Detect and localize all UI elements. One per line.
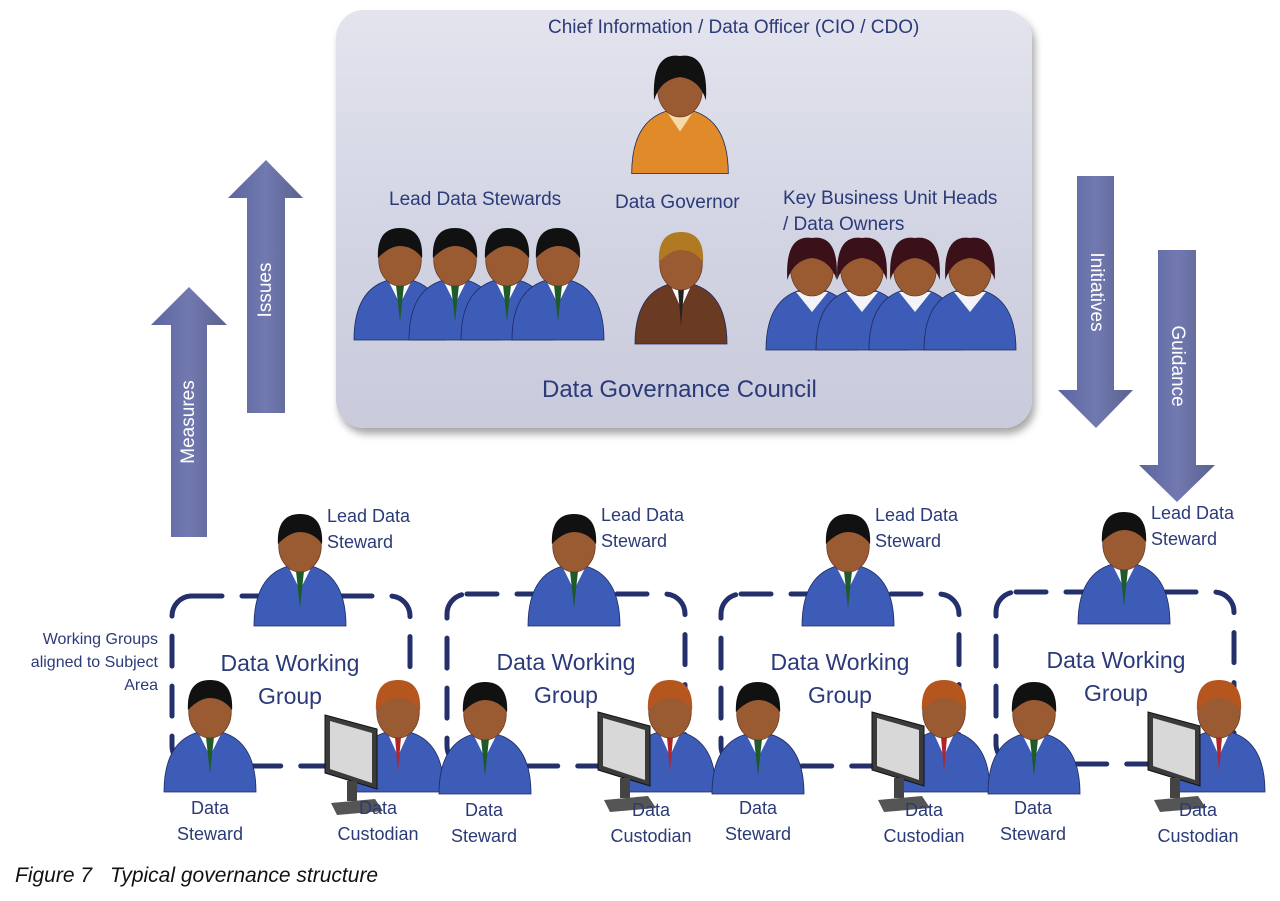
wg4-title-line2: Group [1084,680,1148,706]
data-governor-icon [634,232,728,345]
wg2-custodian-line2: Custodian [610,826,692,846]
wg3-computer-icon [871,711,930,812]
wg2-steward-label: Data Steward [442,797,526,849]
lead-data-stewards-label: Lead Data Stewards [389,189,562,210]
wg4-steward-line2: Steward [999,824,1067,844]
wg4-lead-label: Lead Data Steward [1151,500,1234,552]
wg3-lead-steward-icon [801,514,895,627]
wg4-steward-label: Data Steward [991,795,1075,847]
guidance-label: Guidance [1167,325,1188,407]
working-groups-note: Working Groups aligned to Subject Area [14,628,158,697]
wg4-lead-line2: Steward [1151,529,1218,549]
wg3-custodian-label: Data Custodian [876,797,972,849]
wg4-lead-steward-icon [1077,512,1171,625]
figure-number: Figure 7 [15,864,93,887]
business-unit-heads-label-line2: / Data Owners [783,214,905,235]
wg3-steward-label: Data Steward [716,795,800,847]
issues-arrow [228,160,303,413]
initiatives-label: Initiatives [1086,252,1107,332]
wg3-steward-line1: Data [738,798,778,818]
guidance-arrow [1139,250,1215,502]
wg2-lead-line1: Lead Data [601,505,685,525]
wg1-steward-icon [163,680,257,793]
wg4-computer-icon [1147,711,1206,812]
measures-arrow [151,287,227,537]
wg1-custodian-label: Data Custodian [330,795,426,847]
business-unit-head-icon-4 [923,237,1017,351]
wg4-title: Data Working Group [1016,644,1216,710]
wg4-title-line1: Data Working [1046,647,1186,673]
initiatives-arrow [1058,176,1133,428]
working-groups-note-line2: aligned to Subject [30,654,158,671]
wg1-steward-label: Data Steward [168,795,252,847]
council-title: Data Governance Council [542,376,817,403]
wg1-steward-line2: Steward [176,824,244,844]
measures-label: Measures [178,380,199,464]
working-groups-note-line3: Area [124,677,158,694]
wg2-title: Data Working Group [466,646,666,712]
wg4-custodian-line1: Data [1178,800,1218,820]
wg1-title: Data Working Group [190,647,390,713]
wg1-steward-line1: Data [190,798,230,818]
data-governor-label: Data Governor [615,192,740,213]
cio-cdo-label: Chief Information / Data Officer (CIO / … [548,17,920,38]
wg3-title-line1: Data Working [770,649,910,675]
figure-caption-text: Typical governance structure [110,864,379,887]
wg2-lead-label: Lead Data Steward [601,502,684,554]
wg3-lead-line2: Steward [875,531,942,551]
wg2-steward-line2: Steward [450,826,518,846]
wg2-steward-line1: Data [464,800,504,820]
wg2-lead-line2: Steward [601,531,668,551]
wg2-custodian-line1: Data [631,800,671,820]
wg1-lead-steward-icon [253,514,347,627]
wg3-lead-label: Lead Data Steward [875,502,958,554]
wg4-custodian-label: Data Custodian [1150,797,1246,849]
working-groups-note-line1: Working Groups [42,631,158,648]
wg1-title-line1: Data Working [220,650,360,676]
wg3-custodian-line2: Custodian [883,826,965,846]
wg3-steward-icon [711,682,805,795]
wg4-steward-line1: Data [1013,798,1053,818]
wg3-steward-line2: Steward [724,824,792,844]
wg2-title-line2: Group [534,682,598,708]
wg4-steward-icon [987,682,1081,795]
business-unit-heads-label-line1: Key Business Unit Heads [783,188,998,209]
wg2-lead-steward-icon [527,514,621,627]
wg1-custodian-line2: Custodian [337,824,419,844]
wg1-title-line2: Group [258,683,322,709]
wg3-lead-line1: Lead Data [875,505,959,525]
wg1-computer-icon [324,714,383,815]
lead-data-steward-council-icon-4 [511,228,605,341]
wg3-custodian-line1: Data [904,800,944,820]
wg1-custodian-line1: Data [358,798,398,818]
wg1-lead-label: Lead Data Steward [327,503,410,555]
wg4-lead-line1: Lead Data [1151,503,1235,523]
wg3-title: Data Working Group [740,646,940,712]
issues-label: Issues [255,262,276,318]
wg4-custodian-line2: Custodian [1157,826,1239,846]
figure-caption: Figure 7 Typical governance structure [15,864,378,888]
wg3-title-line2: Group [808,682,872,708]
wg2-title-line1: Data Working [496,649,636,675]
wg1-lead-line2: Steward [327,532,394,552]
wg2-custodian-label: Data Custodian [603,797,699,849]
wg2-steward-icon [438,682,532,795]
wg1-lead-line1: Lead Data [327,506,411,526]
wg2-computer-icon [597,711,656,812]
cio-cdo-icon [631,55,729,174]
